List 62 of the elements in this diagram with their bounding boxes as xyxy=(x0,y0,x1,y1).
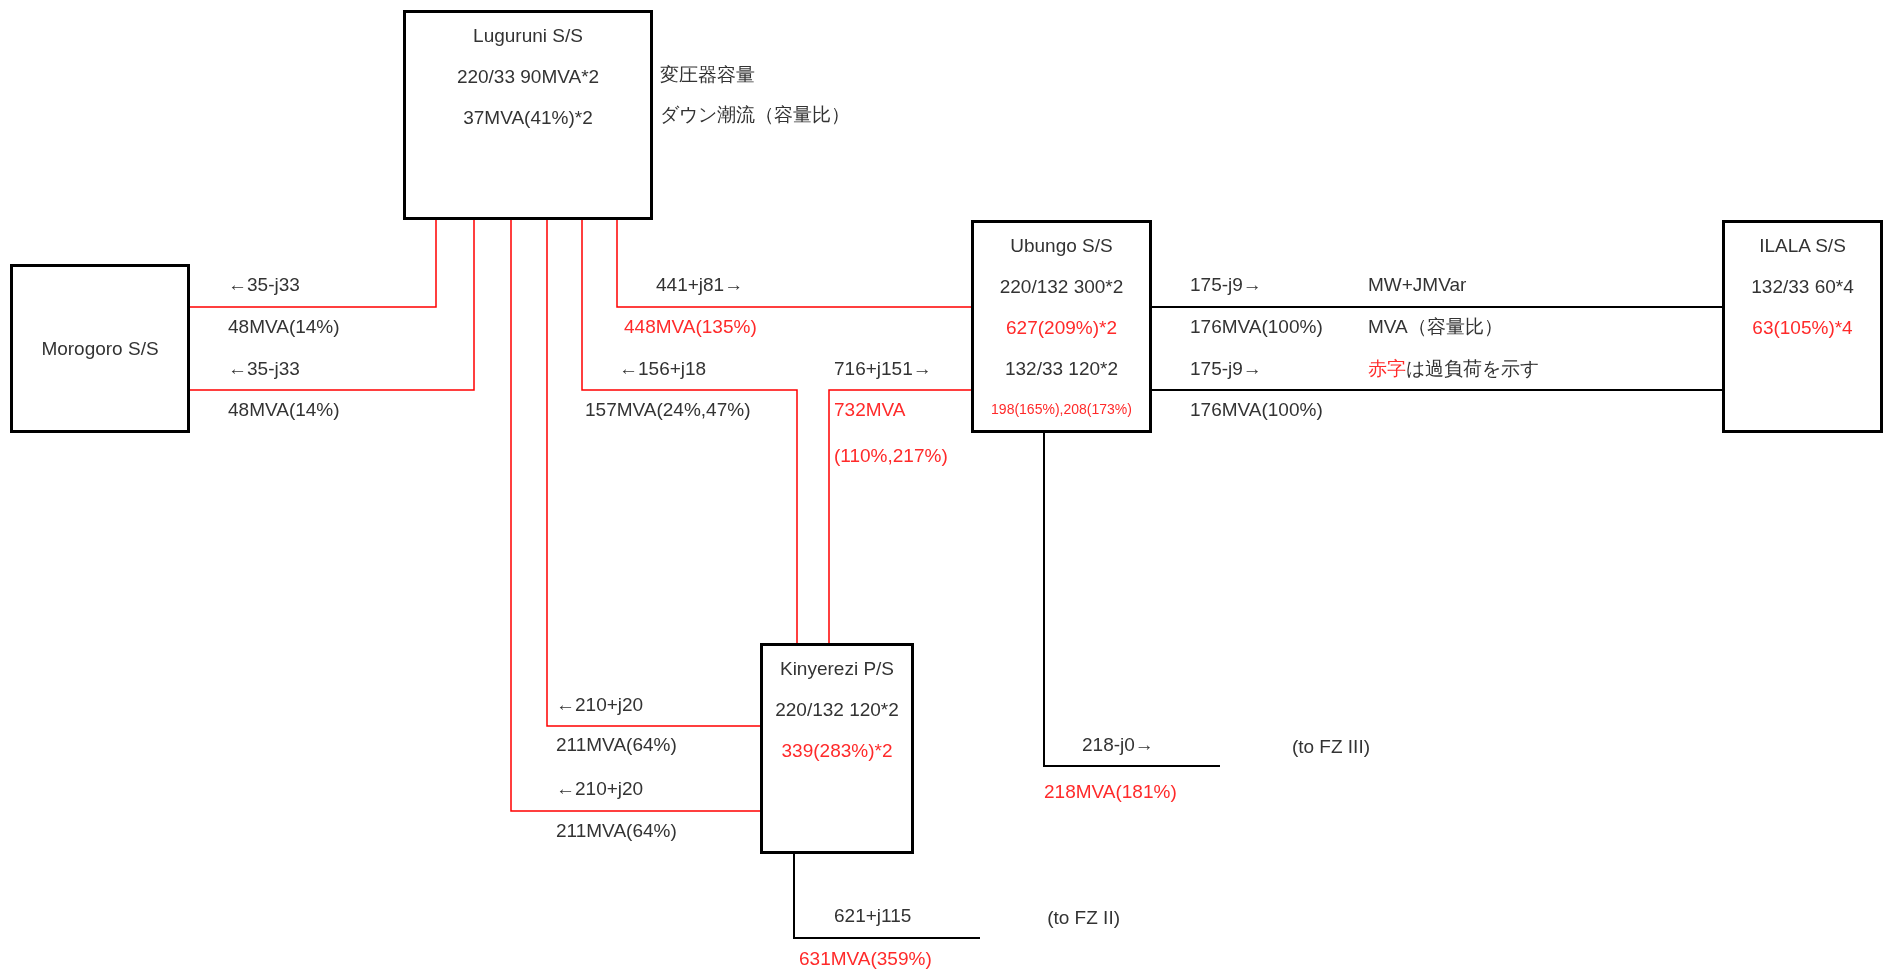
flow-value: 176MVA(100%) xyxy=(1190,315,1323,339)
note-text: MW+JMVar xyxy=(1368,273,1467,297)
destination-text: (to FZ II) xyxy=(980,896,1120,940)
rating-text: 339(283%)*2 xyxy=(781,739,893,763)
rating-text: 220/132 300*2 xyxy=(999,275,1124,299)
power-line xyxy=(189,219,475,391)
flow-value: 211MVA(64%) xyxy=(556,819,677,843)
rating-text: 220/33 90MVA*2 xyxy=(456,65,600,89)
flow-label: 175-j9→ xyxy=(1190,273,1262,297)
power-line xyxy=(793,853,981,939)
destination-text: (to FZ III) xyxy=(1220,726,1370,768)
flow-value: 48MVA(14%) xyxy=(228,315,340,339)
flow-value: 218MVA(181%) xyxy=(1044,780,1177,804)
station-name: Morogoro S/S xyxy=(41,337,159,361)
flow-value: 157MVA(24%,47%) xyxy=(585,398,751,422)
rating-text: 63(105%)*4 xyxy=(1752,316,1853,340)
power-line xyxy=(1151,306,1723,308)
flow-label: 441+j81→ xyxy=(656,273,744,297)
flow-value: 732MVA xyxy=(834,398,906,422)
flow-value: 176MVA(100%) xyxy=(1190,398,1323,422)
flow-value: 448MVA(135%) xyxy=(624,315,757,339)
flow-label: ←35-j33 xyxy=(228,357,300,381)
station-name: Luguruni S/S xyxy=(473,24,583,48)
rating-text: 220/132 120*2 xyxy=(775,698,899,722)
rating-text: 37MVA(41%)*2 xyxy=(463,106,593,130)
flow-label: 621+j115 xyxy=(834,904,912,928)
flow-label: 218-j0→ xyxy=(1082,733,1154,757)
power-line xyxy=(189,219,437,308)
note-text: MVA（容量比） xyxy=(1368,315,1503,339)
power-line xyxy=(616,219,972,308)
power-line xyxy=(828,389,972,644)
note-text: 赤字 xyxy=(1368,357,1406,381)
power-line xyxy=(1043,432,1221,767)
substation-box xyxy=(403,10,653,220)
substation-box xyxy=(1722,220,1883,433)
substation-box xyxy=(971,220,1152,433)
note-text: ダウン潮流（容量比） xyxy=(660,103,850,127)
flow-label: 175-j9→ xyxy=(1190,357,1262,381)
power-line xyxy=(581,219,798,644)
flow-value: 631MVA(359%) xyxy=(799,947,932,971)
flow-label: ←156+j18 xyxy=(619,357,707,381)
station-name: Ubungo S/S xyxy=(1010,234,1113,258)
rating-text: 627(209%)*2 xyxy=(1006,316,1117,340)
rating-text: 132/33 120*2 xyxy=(1004,357,1119,381)
rating-text: 132/33 60*4 xyxy=(1751,275,1854,299)
flow-label: ←210+j20 xyxy=(556,777,644,801)
note-text: 変圧器容量 xyxy=(660,63,755,87)
flow-label: 716+j151→ xyxy=(834,357,932,381)
rating-text: 198(165%),208(173%) xyxy=(991,400,1132,419)
flow-label: ←210+j20 xyxy=(556,693,644,717)
flow-label: ←35-j33 xyxy=(228,273,300,297)
substation-box xyxy=(760,643,914,854)
flow-value: 48MVA(14%) xyxy=(228,398,340,422)
station-name: ILALA S/S xyxy=(1759,234,1846,258)
note-text: は過負荷を示す xyxy=(1406,357,1539,381)
station-name: Kinyerezi P/S xyxy=(779,657,894,681)
power-line xyxy=(1151,389,1723,391)
substation-box xyxy=(10,264,190,433)
flow-value: 211MVA(64%) xyxy=(556,733,677,757)
power-line xyxy=(510,219,761,812)
power-line xyxy=(546,219,761,727)
flow-value: (110%,217%) xyxy=(834,444,948,468)
